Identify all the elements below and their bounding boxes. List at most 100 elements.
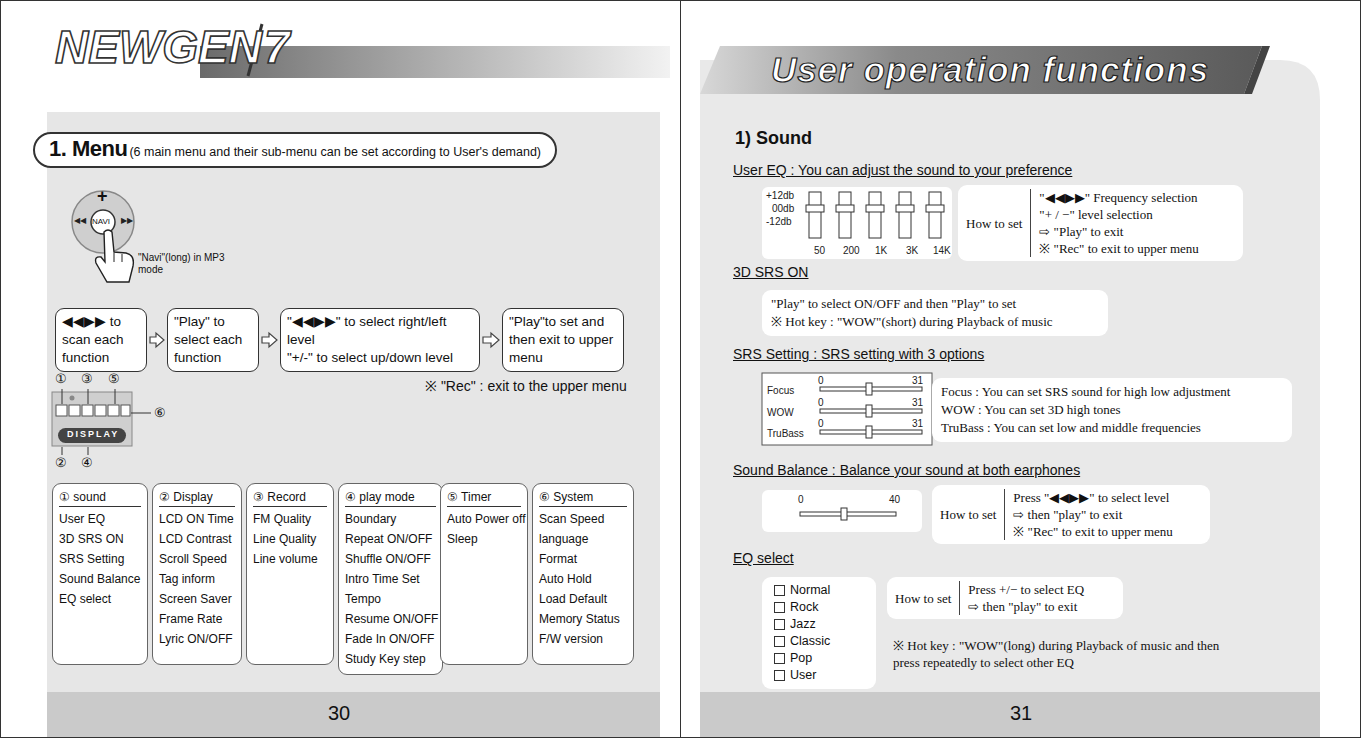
scale-label: 31 xyxy=(912,375,923,386)
scale-label: 0 xyxy=(798,494,804,505)
menu-item: Screen Saver xyxy=(159,589,235,609)
eq-option: Jazz xyxy=(772,616,866,633)
button-symbol: + xyxy=(97,186,108,207)
box-text: ※ Hot key : "WOW"(short) during Playback… xyxy=(771,313,1099,331)
header-band: User operation functions xyxy=(720,46,1260,94)
scale-label: +12db xyxy=(766,190,794,201)
callout-number: ④ xyxy=(81,455,93,470)
instruction-column: Press +/− to select EQ⇨ then "play" to e… xyxy=(959,581,1084,615)
eq-graphic: +12db00db-12db502001K3K14K xyxy=(762,187,952,259)
scale-label: 31 xyxy=(912,418,923,429)
title-text: (6 main menu and their sub-menu can be s… xyxy=(129,145,541,159)
menu-item: F/W version xyxy=(539,629,627,649)
how-to-set-label: How to set xyxy=(966,215,1022,232)
menu-heading: ⑤ Timer xyxy=(447,489,521,507)
menu-item: Shuffle ON/OFF xyxy=(345,549,436,569)
how-to-set-cell: How to set xyxy=(966,215,1030,232)
box-text: "◀◀▶▶" to select right/left level xyxy=(287,313,473,349)
menu-title-pill: 1. Menu(6 main menu and their sub-menu c… xyxy=(33,132,557,168)
menu-item: LCD ON Time xyxy=(159,509,235,529)
menu-item: Intro Time Set xyxy=(345,569,436,589)
callout-number: ⑥ xyxy=(154,405,166,420)
section-heading: Sound Balance : Balance your sound at bo… xyxy=(733,462,1080,478)
menu-column: ② DisplayLCD ON TimeLCD ContrastScroll S… xyxy=(152,483,242,665)
instruction-line: ※ "Rec" to exit to upper menu xyxy=(1039,240,1199,257)
box-text: ◀◀▶▶ to scan each function xyxy=(62,313,140,367)
flow-arrow xyxy=(150,333,164,347)
instruction-line: ⇨ "Play" to exit xyxy=(1039,223,1199,240)
flow-box: "Play"to set and then exit to upper menu xyxy=(502,308,624,372)
menu-item: Line volume xyxy=(253,549,327,569)
scale-label: 0 xyxy=(818,418,824,429)
page-number: 31 xyxy=(1010,702,1032,725)
menu-item: FM Quality xyxy=(253,509,327,529)
menu-item: Load Default xyxy=(539,589,627,609)
menu-item: User EQ xyxy=(59,509,141,529)
info-box: "Play" to select ON/OFF and then "Play" … xyxy=(762,290,1108,336)
section-heading: 3D SRS ON xyxy=(733,264,808,280)
menu-heading: ④ play mode xyxy=(345,489,436,507)
menu-item: SRS Setting xyxy=(59,549,141,569)
eq-list-box: NormalRockJazzClassicPopUser xyxy=(762,577,876,689)
scale-label: 1K xyxy=(875,245,887,256)
callout-number: ⑤ xyxy=(108,371,120,386)
menu-column: ⑥ SystemScan SpeedlanguageFormatAuto Hol… xyxy=(532,483,634,665)
eq-option: Rock xyxy=(772,599,866,616)
section-heading: User EQ : You can adjust the sound to yo… xyxy=(733,162,1072,178)
menu-heading: ② Display xyxy=(159,489,235,507)
menu-item: Resume ON/OFF xyxy=(345,609,436,629)
menu-item: Fade In ON/OFF xyxy=(345,629,436,649)
scale-label: 0 xyxy=(818,375,824,386)
menu-item: Tag inform xyxy=(159,569,235,589)
balance-slider-box: 040 xyxy=(762,490,922,532)
scale-label: 14K xyxy=(933,245,951,256)
menu-item: Scan Speed xyxy=(539,509,627,529)
logo-text: NEWGEN xyxy=(55,20,262,74)
menu-column: ① soundUser EQ3D SRS ONSRS SettingSound … xyxy=(52,483,148,665)
instruction-line: Press +/− to select EQ xyxy=(968,581,1084,598)
logo-text: 7 xyxy=(264,20,290,74)
instruction-line: ⇨ then "play" to exit xyxy=(1013,506,1173,523)
scale-label: -12db xyxy=(766,216,792,227)
flow-box: "◀◀▶▶" to select right/left level"+/-" t… xyxy=(280,308,480,372)
box-text: "Play" to select each function xyxy=(174,313,252,367)
box-text: Focus : You can set SRS sound for high l… xyxy=(941,383,1283,401)
instruction-line: "+ / −" level selection xyxy=(1039,206,1199,223)
instruction-column: Press "◀◀▶▶" to select level⇨ then "play… xyxy=(1004,489,1173,540)
menu-column: ③ Record FM QualityLine QualityLine volum… xyxy=(246,483,334,665)
instruction-line: "◀◀▶▶" Frequency selection xyxy=(1039,189,1199,206)
menu-item: Frame Rate xyxy=(159,609,235,629)
menu-item: Memory Status xyxy=(539,609,627,629)
header-text: User operation functions xyxy=(771,50,1209,90)
scale-label: 50 xyxy=(814,245,825,256)
menu-item: Auto Power off xyxy=(447,509,521,529)
menu-item: Sound Balance xyxy=(59,569,141,589)
instruction-line: ⇨ then "play" to exit xyxy=(968,598,1084,615)
menu-heading: ③ Record xyxy=(253,489,327,507)
section-heading: EQ select xyxy=(733,550,794,566)
menu-item: Line Quality xyxy=(253,529,327,549)
box-text: "Play"to set and then exit to upper menu xyxy=(509,313,617,367)
callout-number: ③ xyxy=(81,371,93,386)
title-text: 1. Menu xyxy=(49,136,127,162)
scale-label: 200 xyxy=(843,245,860,256)
scale-label: 31 xyxy=(912,397,923,408)
box-text: "Play" to select ON/OFF and then "Play" … xyxy=(771,295,1099,313)
instruction-line: Press "◀◀▶▶" to select level xyxy=(1013,489,1173,506)
how-to-set-box: How to setPress +/− to select EQ⇨ then "… xyxy=(887,577,1123,619)
scale-label: 00db xyxy=(772,203,794,214)
how-to-set-box: How to set Press "◀◀▶▶" to select level⇨ … xyxy=(932,485,1210,544)
description-box: Focus : You can set SRS sound for high l… xyxy=(932,378,1292,442)
button-label: NAVI xyxy=(92,217,110,226)
scale-label: TruBass xyxy=(767,428,804,439)
scale-label: WOW xyxy=(767,407,794,418)
menu-heading: ⑥ System xyxy=(539,489,627,507)
eq-option: User xyxy=(772,667,866,684)
menu-item: LCD Contrast xyxy=(159,529,235,549)
menu-item: Boundary xyxy=(345,509,436,529)
menu-item: Lyric ON/OFF xyxy=(159,629,235,649)
eq-option: Classic xyxy=(772,633,866,650)
callout-number: ② xyxy=(55,455,67,470)
how-to-set-label: How to set xyxy=(940,506,996,523)
callout-number: ① xyxy=(55,371,67,386)
